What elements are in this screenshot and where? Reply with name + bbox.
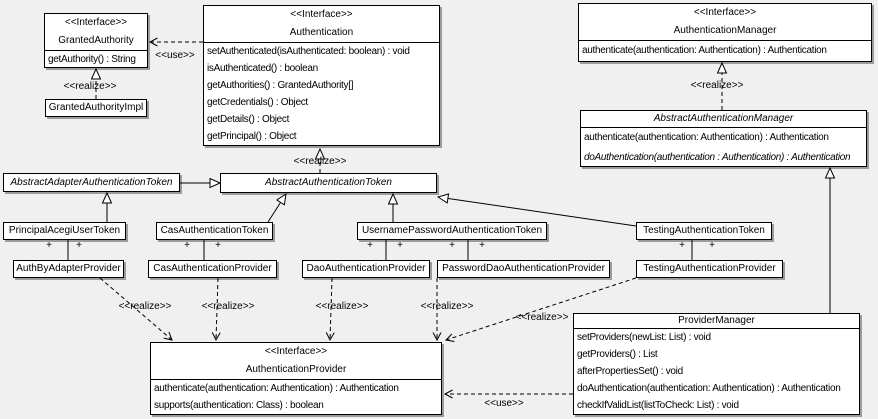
class-name: Authentication	[289, 27, 354, 38]
class-abstract-adapter-authentication-token: AbstractAdapterAuthenticationToken	[3, 173, 180, 192]
method: authenticate(authentication: Authenticat…	[154, 383, 399, 394]
class-testing-authentication-provider: TestingAuthenticationProvider	[636, 260, 783, 278]
class-name: AuthenticationManager	[673, 25, 777, 36]
class-name: PasswordDaoAuthenticationProvider	[442, 263, 605, 274]
class-name: ProviderManager	[678, 315, 755, 326]
multiplicity-label: +	[76, 240, 82, 251]
class-name: CasAuthenticationToken	[160, 225, 269, 236]
class-granted-authority-impl: GrantedAuthorityImpl	[45, 99, 147, 117]
realize-authbyadapterprovider	[99, 277, 173, 341]
method: getDetails() : Object	[207, 114, 290, 125]
multiplicity-label: +	[397, 240, 403, 251]
class-authentication-provider: <<Interface>> AuthenticationProvider aut…	[150, 342, 442, 415]
realize-label: <<realize>>	[118, 301, 172, 312]
use-label: <<use>>	[155, 50, 195, 61]
multiplicity-label: +	[479, 240, 485, 251]
method: setProviders(newList: List) : void	[577, 332, 711, 343]
method: getCredentials() : Object	[207, 97, 308, 108]
class-name: TestingAuthenticationToken	[643, 225, 765, 236]
class-cas-authentication-provider: CasAuthenticationProvider	[148, 260, 277, 278]
method: checkIfValidList(listToCheck: List) : vo…	[577, 400, 739, 411]
class-cas-authentication-token: CasAuthenticationToken	[156, 222, 273, 240]
class-name: GrantedAuthority	[58, 35, 134, 46]
class-auth-by-adapter-provider: AuthByAdapterProvider	[13, 260, 124, 278]
class-name: AbstractAdapterAuthenticationToken	[10, 177, 173, 188]
realize-label: <<realize>>	[63, 81, 117, 92]
class-authentication: <<Interface>> Authentication setAuthenti…	[203, 5, 440, 146]
method: supports(authentication: Class) : boolea…	[154, 400, 324, 411]
stereotype: <<Interface>>	[290, 9, 353, 20]
realize-label: <<realize>>	[515, 312, 569, 323]
class-name: GrantedAuthorityImpl	[48, 102, 144, 113]
class-authentication-manager: <<Interface>> AuthenticationManager auth…	[578, 3, 872, 62]
method: doAuthentication(authentication : Authen…	[584, 152, 851, 163]
method: doAuthentication(authentication: Authent…	[577, 383, 841, 394]
multiplicity-label: +	[449, 240, 455, 251]
class-principal-acegi-user-token: PrincipalAcegiUserToken	[3, 222, 126, 240]
method: afterPropertiesSet() : void	[577, 366, 683, 377]
class-dao-authentication-provider: DaoAuthenticationProvider	[302, 260, 430, 278]
class-name: TestingAuthenticationProvider	[643, 263, 776, 274]
use-label: <<use>>	[484, 398, 524, 409]
method: authenticate(authentication: Authenticat…	[582, 45, 827, 56]
multiplicity-label: +	[709, 240, 715, 251]
multiplicity-label: +	[367, 240, 373, 251]
class-name: DaoAuthenticationProvider	[306, 263, 426, 274]
realize-label: <<realize>>	[690, 80, 744, 91]
class-testing-authentication-token: TestingAuthenticationToken	[636, 222, 772, 240]
realize-label: <<realize>>	[420, 301, 474, 312]
stereotype: <<Interface>>	[64, 17, 128, 28]
multiplicity-label: +	[46, 240, 52, 251]
realize-testingprovider	[444, 277, 637, 342]
multiplicity-label: +	[184, 240, 190, 251]
realize-label: <<realize>>	[315, 301, 369, 312]
multiplicity-label: +	[679, 240, 685, 251]
class-name: CasAuthenticationProvider	[153, 263, 272, 274]
class-name: AbstractAuthenticationToken	[265, 177, 392, 188]
stereotype: <<Interface>>	[693, 7, 757, 18]
method: getProviders() : List	[577, 349, 658, 360]
class-granted-authority: <<Interface>> GrantedAuthority getAuthor…	[44, 13, 148, 68]
class-username-password-authentication-token: UsernamePasswordAuthenticationToken	[357, 222, 547, 240]
realize-label: <<realize>>	[201, 301, 255, 312]
class-provider-manager: ProviderManager setProviders(newList: Li…	[573, 313, 860, 415]
method: getAuthority() : String	[48, 54, 136, 65]
class-name: PrincipalAcegiUserToken	[8, 225, 121, 236]
class-name: AbstractAuthenticationManager	[653, 113, 794, 124]
class-abstract-authentication-token: AbstractAuthenticationToken	[220, 173, 437, 193]
stereotype: <<Interface>>	[264, 346, 328, 357]
class-password-dao-authentication-provider: PasswordDaoAuthenticationProvider	[437, 260, 610, 278]
method: isAuthenticated() : boolean	[207, 63, 318, 74]
class-name: AuthByAdapterProvider	[16, 263, 121, 274]
realize-casprovider	[211, 277, 221, 342]
class-name: UsernamePasswordAuthenticationToken	[361, 225, 543, 236]
class-name: AuthenticationProvider	[245, 364, 347, 375]
method: getPrincipal() : Object	[207, 131, 297, 142]
gen-testing-to-abstracttoken	[438, 197, 637, 227]
realize-daoprovider	[325, 277, 335, 342]
class-abstract-authentication-manager: AbstractAuthenticationManager authentica…	[580, 110, 867, 167]
method: authenticate(authentication: Authenticat…	[584, 132, 829, 143]
method: getAuthorities() : GrantedAuthority[]	[207, 80, 354, 91]
realize-label: <<realize>>	[293, 156, 347, 167]
multiplicity-label: +	[215, 240, 221, 251]
gen-cas-to-abstracttoken	[267, 194, 286, 223]
method: setAuthenticated(isAuthenticated: boolea…	[207, 46, 410, 57]
